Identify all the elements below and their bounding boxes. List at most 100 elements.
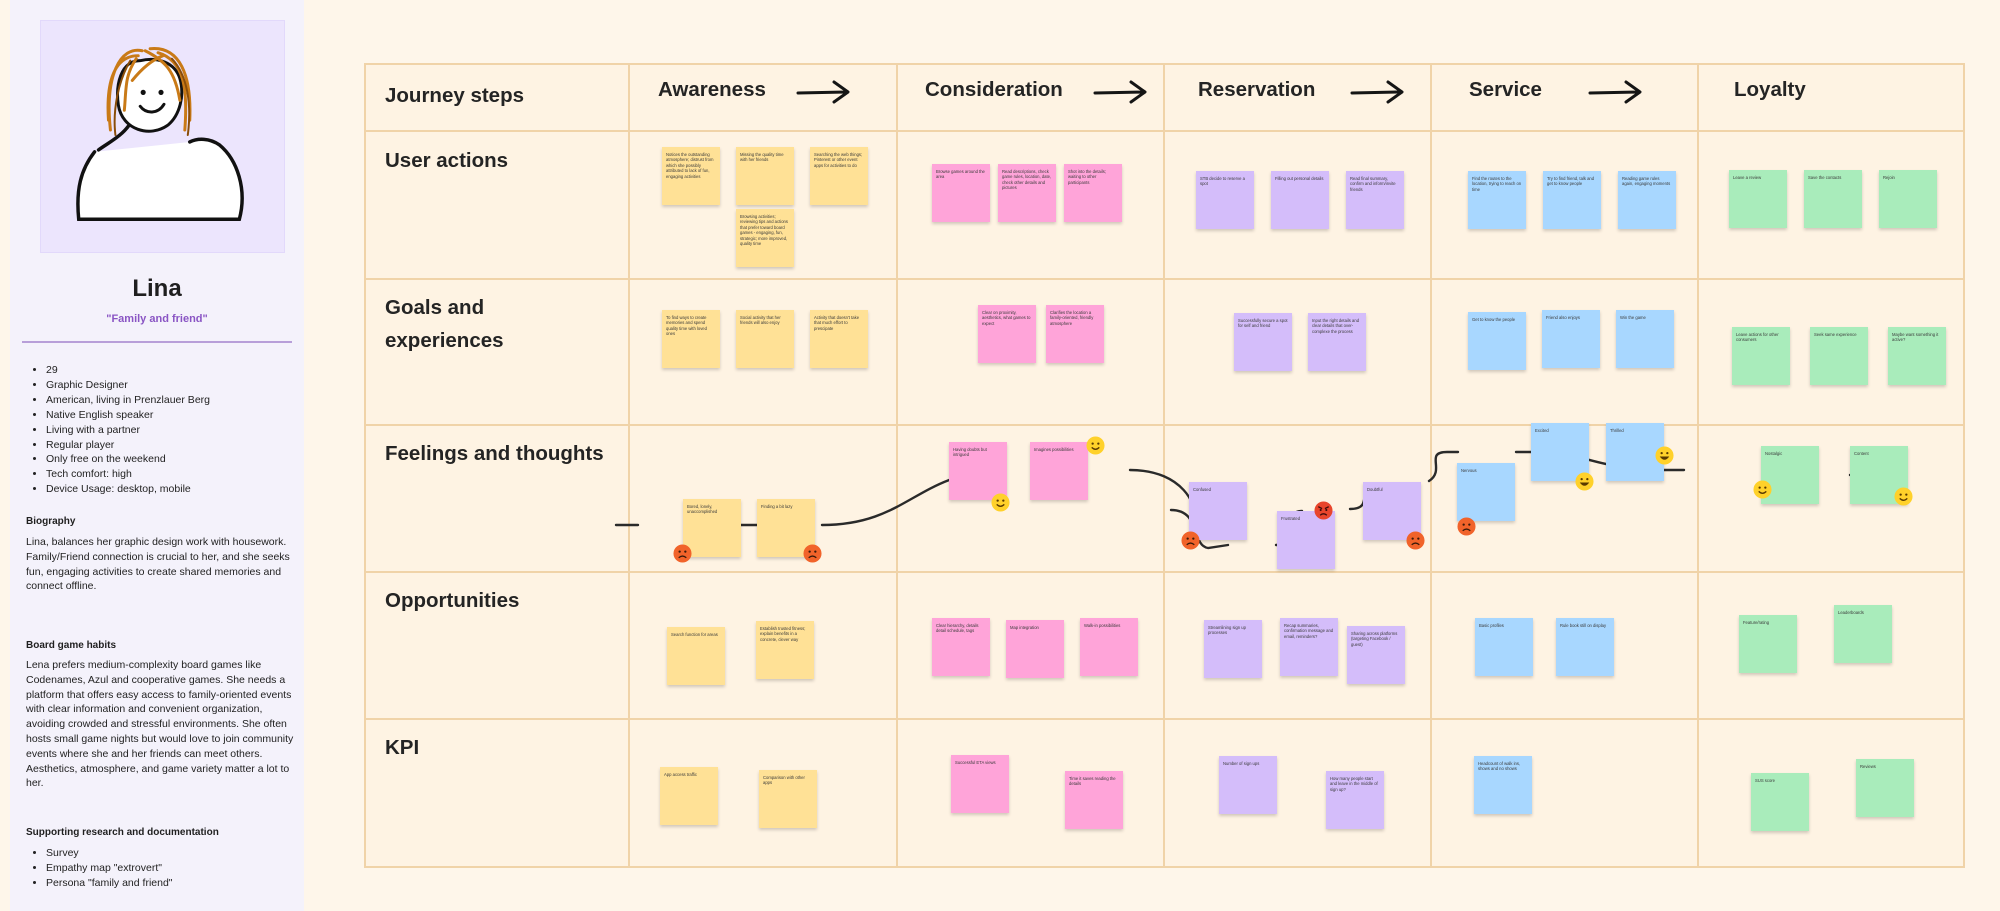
grid-line (1163, 65, 1165, 866)
sticky-note[interactable]: Social activity that her friends will al… (736, 310, 794, 368)
habits-heading: Board game habits (26, 640, 117, 651)
sticky-note[interactable]: Establish trusted fitness; explain benef… (756, 621, 814, 679)
sticky-note[interactable]: Rule book still on display (1556, 618, 1614, 676)
sticky-note[interactable]: Notices the outstanding atmosphere; dist… (662, 147, 720, 205)
sad-face-icon (803, 544, 822, 563)
sticky-note[interactable]: Successfully secure a spot for self and … (1234, 313, 1292, 371)
sticky-note[interactable]: Comparison with other apps (759, 770, 817, 828)
sticky-note[interactable]: Imagines possibilities (1030, 442, 1088, 500)
support-item: Survey (46, 846, 294, 861)
arrow-right-icon (1350, 79, 1406, 105)
sticky-note[interactable]: Friend also enjoys (1542, 310, 1600, 368)
sad-face-icon (673, 544, 692, 563)
sticky-note[interactable]: Shot into the details; waiting to other … (1064, 164, 1122, 222)
sticky-note[interactable]: Seek same experience (1810, 327, 1868, 385)
sticky-note[interactable]: Leave actions for other consumers (1732, 327, 1790, 385)
sticky-note[interactable]: Excited (1531, 423, 1589, 481)
persona-tagline: "Family and friend" (106, 313, 208, 325)
biography-heading: Biography (26, 516, 76, 527)
fact-item: Living with a partner (46, 423, 294, 438)
sticky-note[interactable]: SUS score (1751, 773, 1809, 831)
column-header-loyalty: Loyalty (1734, 78, 1806, 101)
sticky-note[interactable]: Successful ETA views (951, 755, 1009, 813)
smile-face-icon (1753, 480, 1772, 499)
support-item: Empathy map "extrovert" (46, 861, 294, 876)
sticky-note[interactable]: STB decide to reserve a spot (1196, 171, 1254, 229)
sticky-note[interactable]: Missing the quality time with her friend… (736, 147, 794, 205)
sticky-note[interactable]: Headcount of walk ins, shows and no show… (1474, 756, 1532, 814)
sticky-note[interactable]: Reading game rules again, engaging momen… (1618, 171, 1676, 229)
sticky-note[interactable]: Clarifies the location a family-oriented… (1046, 305, 1104, 363)
fact-item: Only free on the weekend (46, 452, 294, 467)
grin-face-icon (1575, 472, 1594, 491)
sticky-note[interactable]: App access traffic (660, 767, 718, 825)
sticky-note[interactable]: Leaderboards (1834, 605, 1892, 663)
sticky-note[interactable]: Browsing activities; reviewing tips and … (736, 209, 794, 267)
column-header-service: Service (1469, 78, 1542, 101)
persona-panel: Lina "Family and friend" 29 Graphic Desi… (10, 0, 304, 911)
sticky-note[interactable]: Confused (1189, 482, 1247, 540)
sticky-note[interactable]: Search function for areas (667, 627, 725, 685)
sticky-note[interactable]: Find the routes to the location, trying … (1468, 171, 1526, 229)
sticky-note[interactable]: Clear on proximity, aesthetics, what gam… (978, 305, 1036, 363)
arrow-right-icon (1093, 79, 1149, 105)
arrow-right-icon (1588, 79, 1644, 105)
sticky-note[interactable]: Filling out personal details (1271, 171, 1329, 229)
fact-item: Regular player (46, 438, 294, 453)
fact-item: Tech comfort: high (46, 467, 294, 482)
habits-text: Lena prefers medium-complexity board gam… (26, 659, 294, 790)
sticky-note[interactable]: Input the right details and clear detail… (1308, 313, 1366, 371)
sticky-note[interactable]: Maybe want something it active? (1888, 327, 1946, 385)
sticky-note[interactable]: Frustrated (1277, 511, 1335, 569)
grid-line (1697, 65, 1699, 866)
sticky-note[interactable]: Map integration (1006, 620, 1064, 678)
sticky-note[interactable]: Searching the web things; Pinterest or o… (810, 147, 868, 205)
sticky-note[interactable]: Rejoin (1879, 170, 1937, 228)
sticky-note[interactable]: To find ways to create memories and spen… (662, 310, 720, 368)
sticky-note[interactable]: Bored, lonely, unaccomplished (683, 499, 741, 557)
sticky-note[interactable]: Browse games around the area (932, 164, 990, 222)
row-label-kpi: KPI (385, 736, 420, 759)
row-label-goals: Goals and experiences (385, 296, 504, 352)
column-header-reservation: Reservation (1198, 78, 1316, 101)
sticky-note[interactable]: Save the contacts (1804, 170, 1862, 228)
sticky-note[interactable]: Read final summary, confirm and inform/i… (1346, 171, 1404, 229)
sticky-note[interactable]: Leave a review (1729, 170, 1787, 228)
sticky-note[interactable]: How many people start and leave in the m… (1326, 771, 1384, 829)
smile-face-icon (991, 493, 1010, 512)
corner-label: Journey steps (385, 84, 524, 107)
persona-avatar (40, 20, 285, 253)
sticky-note[interactable]: Having doubts but intrigued (949, 442, 1007, 500)
sticky-note[interactable]: Nostalgic (1761, 446, 1819, 504)
row-label-opportunities: Opportunities (385, 589, 520, 612)
column-header-consideration: Consideration (925, 78, 1063, 101)
sticky-note[interactable]: Recap summaries, confirmation message an… (1280, 618, 1338, 676)
sticky-note[interactable]: Activity that doesn't take that much eff… (810, 310, 868, 368)
sticky-note[interactable]: Streamlining sign up processes (1204, 620, 1262, 678)
fact-item: Native English speaker (46, 408, 294, 423)
sticky-note[interactable]: Doubtful (1363, 482, 1421, 540)
sticky-note[interactable]: Basic profiles (1475, 618, 1533, 676)
fact-item: 29 (46, 363, 294, 378)
sticky-note[interactable]: Walk-in possibilities (1080, 618, 1138, 676)
sad-face-icon (1457, 517, 1476, 536)
sticky-note[interactable]: Finding a bit lazy (757, 499, 815, 557)
sticky-note[interactable]: Nervous (1457, 463, 1515, 521)
fact-item: Device Usage: desktop, mobile (46, 482, 294, 497)
sticky-note[interactable]: Number of sign ups (1219, 756, 1277, 814)
sticky-note[interactable]: Read descriptions, check game rules, loc… (998, 164, 1056, 222)
sticky-note[interactable]: Feature/rating (1739, 615, 1797, 673)
sticky-note[interactable]: Clear hierarchy, details detail schedule… (932, 618, 990, 676)
sticky-note[interactable]: Try to find friend, talk and get to know… (1543, 171, 1601, 229)
fact-item: Graphic Designer (46, 378, 294, 393)
sad-face-icon (1406, 531, 1425, 550)
sticky-note[interactable]: Time it saves reading the details (1065, 771, 1123, 829)
sticky-note[interactable]: Sharing across platforms (targeting Face… (1347, 626, 1405, 684)
sticky-note[interactable]: Win the game (1616, 310, 1674, 368)
sticky-note[interactable]: Get to know the people (1468, 312, 1526, 370)
sticky-note[interactable]: Thrilled (1606, 423, 1664, 481)
column-header-awareness: Awareness (658, 78, 766, 101)
grid-line (1430, 65, 1432, 866)
persona-name: Lina (132, 275, 182, 302)
sticky-note[interactable]: Reviews (1856, 759, 1914, 817)
